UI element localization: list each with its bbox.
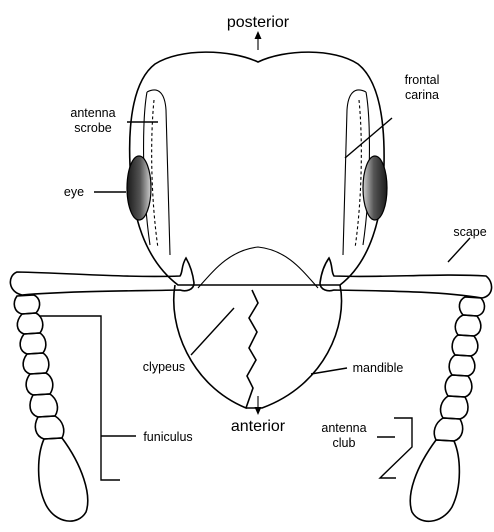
frontal-carina-label-line2: carina	[405, 88, 439, 102]
antenna-club-label-line2: club	[333, 436, 356, 450]
clypeus-label: clypeus	[143, 360, 185, 374]
mandible-right	[246, 285, 342, 408]
posterior-label: posterior	[227, 14, 290, 31]
antenna-club-leader	[377, 418, 412, 478]
scape-right	[320, 258, 492, 298]
scape-label: scape	[453, 225, 486, 239]
posterior-arrow	[255, 31, 262, 50]
scape-leader	[448, 238, 470, 262]
mandible-left	[174, 285, 258, 408]
funiculus-left	[14, 295, 87, 521]
eye-right	[363, 156, 387, 220]
anterior-arrow	[255, 396, 262, 415]
clypeus-leader	[191, 308, 234, 355]
frontal-carina-label-line1: frontal	[405, 73, 440, 87]
scape-left	[10, 258, 194, 295]
antenna-club-label-line1: antenna	[321, 421, 366, 435]
clypeus-outline	[198, 247, 318, 288]
antenna-scrobe-label-line2: scrobe	[74, 121, 112, 135]
funiculus-label: funiculus	[143, 430, 192, 444]
anterior-label: anterior	[231, 418, 286, 435]
funiculus-right	[410, 297, 484, 521]
eye-label: eye	[64, 185, 84, 199]
antenna-scrobe-label-line1: antenna	[70, 106, 115, 120]
eye-left	[127, 156, 151, 220]
mandible-label: mandible	[353, 361, 404, 375]
